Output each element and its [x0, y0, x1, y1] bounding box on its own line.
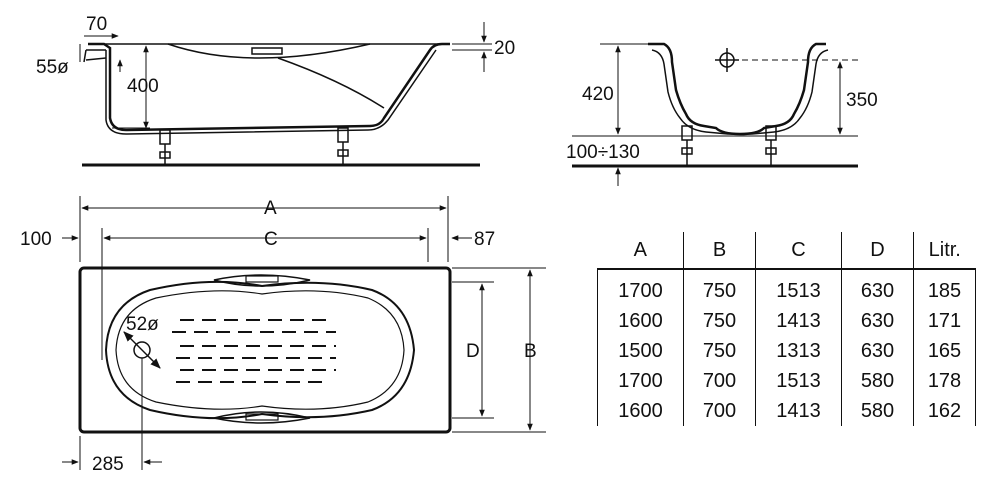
cell-litr: 185 — [913, 269, 976, 306]
table-row: 1600 750 1413 630 171 — [597, 306, 976, 336]
table-header-row: A B C D Litr. — [597, 232, 976, 270]
cell-d: 580 — [841, 366, 914, 396]
cell-d: 630 — [841, 306, 914, 336]
cell-c: 1313 — [755, 336, 842, 366]
cell-b: 750 — [683, 306, 756, 336]
dim-52: 52ø — [126, 314, 159, 335]
inner-basin — [104, 280, 416, 420]
cell-b: 750 — [683, 336, 756, 366]
dim-420: 420 — [582, 84, 614, 105]
cell-a: 1600 — [597, 396, 684, 426]
handle-grip — [251, 47, 283, 55]
header-c: C — [755, 232, 842, 270]
dim-55: 55ø — [36, 57, 69, 78]
table-row: 1700 700 1513 580 178 — [597, 366, 976, 396]
dim-285: 285 — [92, 454, 124, 475]
dim-100-130: 100÷130 — [566, 142, 640, 163]
cell-b: 700 — [683, 366, 756, 396]
table-row: 1500 750 1313 630 165 — [597, 336, 976, 366]
cell-litr: 178 — [913, 366, 976, 396]
header-a: A — [597, 232, 684, 270]
drain-pipe — [83, 49, 107, 63]
front-leg — [159, 129, 171, 165]
bottom-handle — [213, 411, 311, 424]
rear-leg — [337, 127, 349, 165]
dim-c: C — [264, 229, 278, 250]
cell-litr: 162 — [913, 396, 976, 426]
cell-a: 1600 — [597, 306, 684, 336]
top-handle-grip — [245, 275, 279, 283]
table-row: 1600 700 1413 580 162 — [597, 396, 976, 426]
cell-c: 1413 — [755, 396, 842, 426]
anti-slip-pattern — [172, 319, 336, 383]
cell-litr: 171 — [913, 306, 976, 336]
dim-b: B — [524, 341, 537, 362]
tub-profile — [88, 42, 450, 132]
top-handle — [213, 274, 311, 287]
backrest-curve — [167, 43, 371, 59]
cell-d: 630 — [841, 269, 914, 306]
dim-20: 20 — [494, 38, 515, 59]
table-row: 1700 750 1513 630 185 — [597, 269, 976, 306]
tub-end-inner — [651, 49, 829, 135]
right-leg — [765, 125, 777, 166]
dim-400: 400 — [127, 76, 159, 97]
cell-c: 1513 — [755, 366, 842, 396]
dim-100: 100 — [20, 229, 52, 250]
dim-350: 350 — [846, 90, 878, 111]
bottom-handle-grip — [245, 413, 279, 421]
dim-a: A — [264, 198, 277, 219]
cell-c: 1413 — [755, 306, 842, 336]
dim-87: 87 — [474, 229, 495, 250]
cell-b: 700 — [683, 396, 756, 426]
dim-70: 70 — [86, 14, 107, 35]
cell-d: 630 — [841, 336, 914, 366]
inner-basin-edge — [115, 290, 405, 410]
plan-view — [62, 196, 546, 470]
cell-c: 1513 — [755, 269, 842, 306]
cell-a: 1700 — [597, 366, 684, 396]
cell-a: 1700 — [597, 269, 684, 306]
tub-inner-profile — [105, 49, 437, 135]
dim-d: D — [466, 341, 480, 362]
cell-a: 1500 — [597, 336, 684, 366]
end-view — [572, 42, 860, 186]
cell-litr: 165 — [913, 336, 976, 366]
header-d: D — [841, 232, 914, 270]
tub-end-profile — [648, 42, 826, 136]
backrest-sweep — [277, 57, 385, 109]
tub-outline — [78, 266, 452, 434]
header-litr: Litr. — [913, 232, 976, 270]
cell-b: 750 — [683, 269, 756, 306]
side-view — [79, 22, 492, 167]
dimensions-table: A B C D Litr. 1700 750 1513 630 185 1600… — [597, 232, 976, 426]
header-b: B — [683, 232, 756, 270]
cell-d: 580 — [841, 396, 914, 426]
overflow-symbol — [715, 48, 739, 72]
left-leg — [681, 125, 693, 166]
